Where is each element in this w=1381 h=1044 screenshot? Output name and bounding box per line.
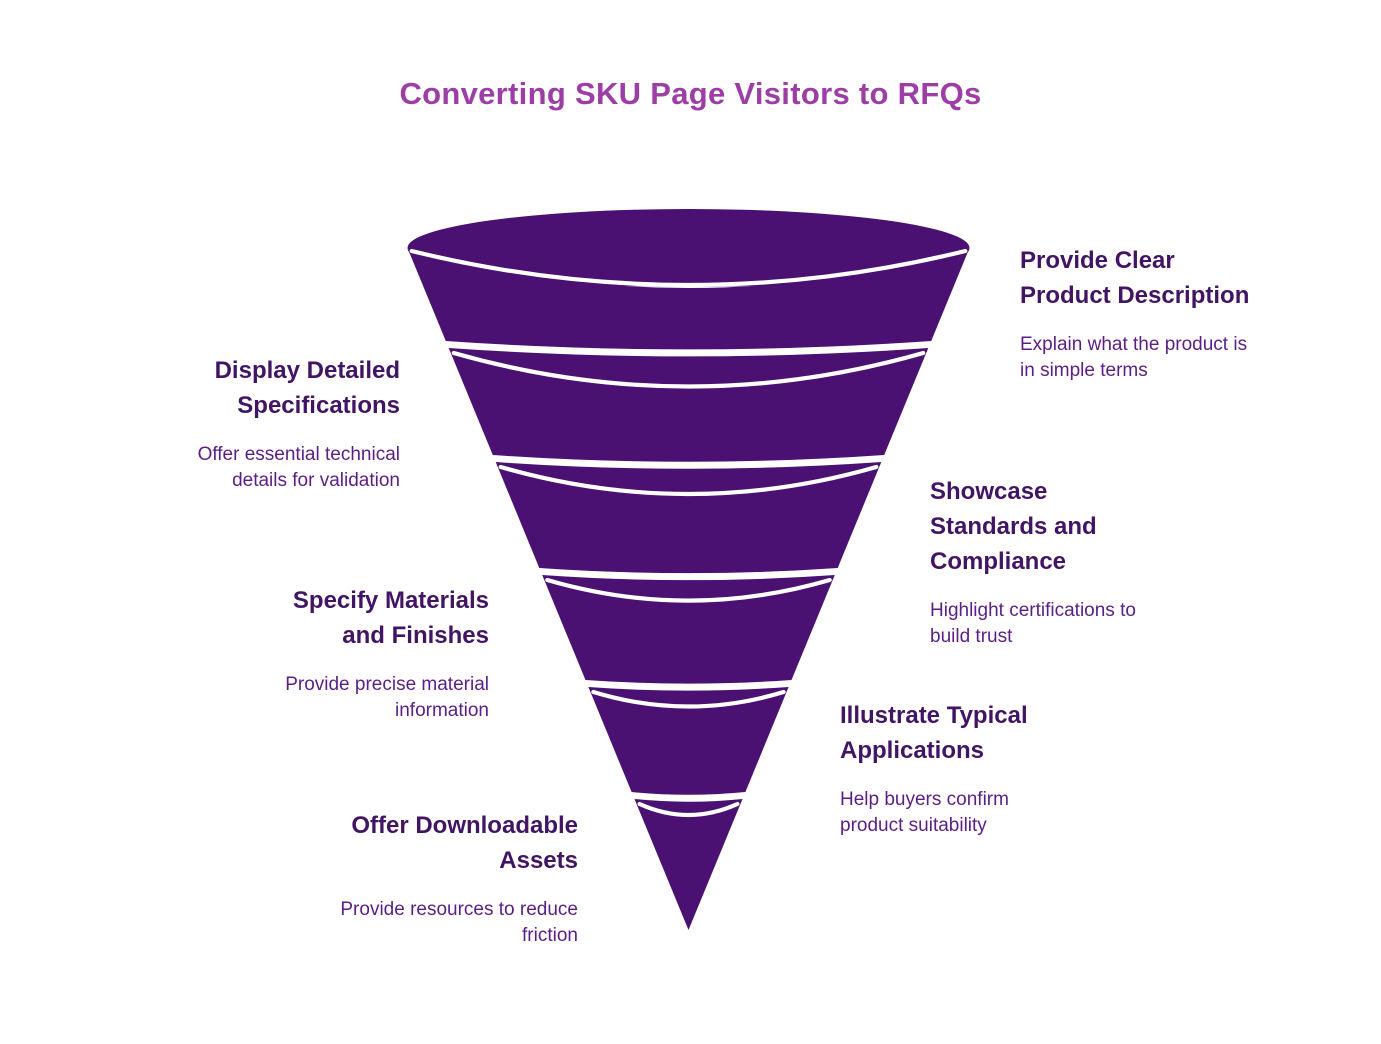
stage-label-1: Provide Clear Product Description Explai… <box>1020 243 1381 384</box>
stage-label-5: Illustrate Typical Applications Help buy… <box>840 698 1220 839</box>
funnel-rim-arc-3 <box>545 577 832 603</box>
stage-description: Offer essential technical details for va… <box>197 444 400 491</box>
funnel-top-ellipse <box>407 209 970 287</box>
funnel-rim-arc-0 <box>409 248 968 288</box>
funnel-segment-2 <box>448 348 929 462</box>
funnel-segment-3 <box>495 462 882 574</box>
funnel-rim-arc-4 <box>591 689 786 709</box>
stage-label-4: Specify Materials and Finishes Provide p… <box>109 583 489 724</box>
stage-description: Provide precise material information <box>285 674 489 721</box>
stage-label-3: Showcase Standards and Compliance Highli… <box>930 474 1310 650</box>
page-title: Converting SKU Page Visitors to RFQs <box>399 76 982 111</box>
stage-description: Provide resources to reduce friction <box>340 899 578 946</box>
funnel-rim-arc-2 <box>498 464 879 497</box>
stage-description: Highlight certifications to build trust <box>930 600 1136 647</box>
funnel-rim-arc-1 <box>451 350 926 389</box>
funnel-segment-6 <box>634 799 743 930</box>
stage-label-2: Display Detailed Specifications Offer es… <box>20 353 400 494</box>
stage-heading: Showcase Standards and Compliance <box>930 478 1097 575</box>
stage-heading: Specify Materials and Finishes <box>292 587 489 649</box>
stage-heading: Offer Downloadable Assets <box>351 812 578 874</box>
funnel-segment-5 <box>588 687 789 795</box>
funnel-segment-4 <box>542 575 835 684</box>
funnel-segment-1 <box>407 249 970 350</box>
stage-label-6: Offer Downloadable Assets Provide resour… <box>198 808 578 949</box>
stage-heading: Display Detailed Specifications <box>214 357 400 419</box>
stage-description: Help buyers confirm product suitability <box>840 789 1009 836</box>
stage-description: Explain what the product is in simple te… <box>1020 334 1248 381</box>
stage-heading: Provide Clear Product Description <box>1020 247 1250 309</box>
funnel-rim-arc-5 <box>637 801 740 818</box>
stage-heading: Illustrate Typical Applications <box>840 702 1028 764</box>
